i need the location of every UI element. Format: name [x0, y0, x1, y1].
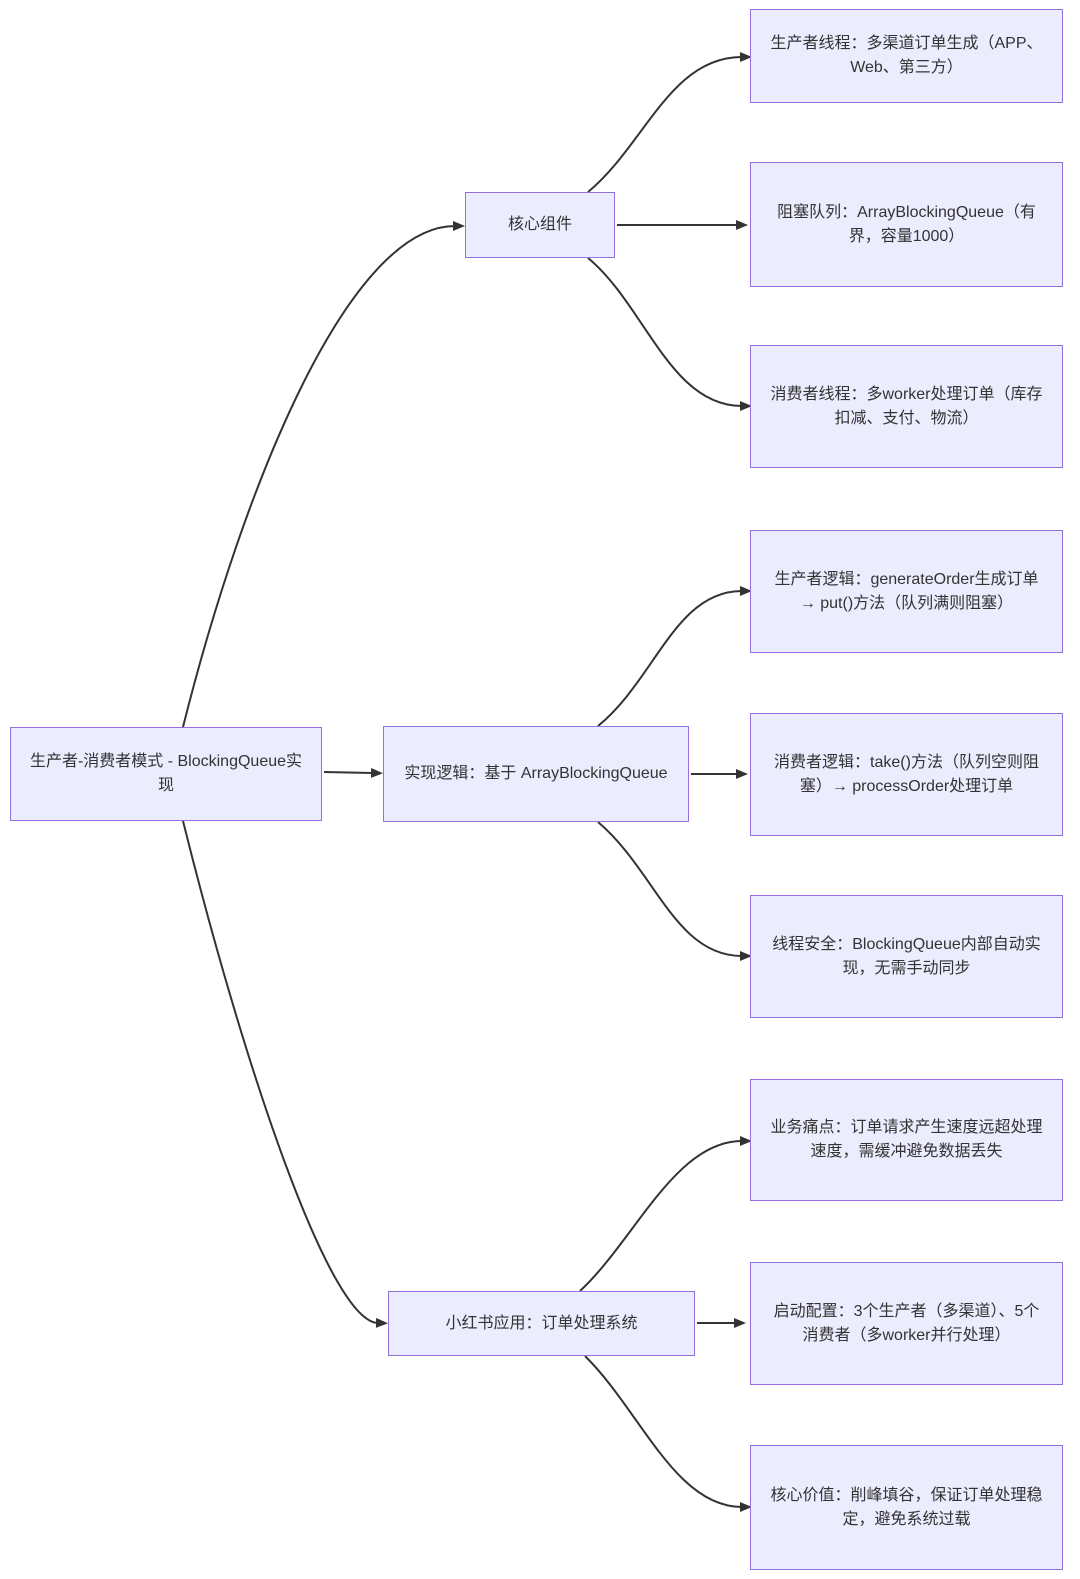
node-leaf-blocking-queue: 阻塞队列：ArrayBlockingQueue（有界，容量1000） — [750, 162, 1063, 287]
node-leaf-consumer-threads: 消费者线程：多worker处理订单（库存扣减、支付、物流） — [750, 345, 1063, 468]
node-root: 生产者-消费者模式 - BlockingQueue实现 — [10, 727, 322, 821]
edge-app-to-leaf7 — [579, 1136, 752, 1292]
node-leaf-consumer-logic: 消费者逻辑：take()方法（队列空则阻塞）→ processOrder处理订单 — [750, 713, 1063, 836]
node-leaf-startup-configuration: 启动配置：3个生产者（多渠道）、5个消费者（多worker并行处理） — [750, 1262, 1063, 1385]
node-leaf-thread-safety: 线程安全：BlockingQueue内部自动实现，无需手动同步 — [750, 895, 1063, 1018]
node-leaf-business-pain-point: 业务痛点：订单请求产生速度远超处理速度，需缓冲避免数据丢失 — [750, 1079, 1063, 1201]
node-leaf-label: 核心价值：削峰填谷，保证订单处理稳定，避免系统过载 — [770, 1486, 1043, 1528]
node-leaf-label: 线程安全：BlockingQueue内部自动实现，无需手动同步 — [772, 935, 1041, 977]
node-leaf-label: 生产者逻辑：generateOrder生成订单 → put()方法（队列满则阻塞… — [774, 570, 1039, 612]
edge-impl-to-leaf6 — [597, 821, 752, 961]
node-leaf-label: 业务痛点：订单请求产生速度远超处理速度，需缓冲避免数据丢失 — [770, 1119, 1043, 1160]
node-leaf-core-value: 核心价值：削峰填谷，保证订单处理稳定，避免系统过载 — [750, 1445, 1063, 1570]
node-leaf-producer-threads: 生产者线程：多渠道订单生成（APP、Web、第三方） — [750, 9, 1063, 103]
node-leaf-label: 启动配置：3个生产者（多渠道）、5个消费者（多worker并行处理） — [773, 1302, 1040, 1344]
edge-impl-to-leaf4 — [597, 586, 752, 727]
node-branch-core-components: 核心组件 — [465, 192, 615, 258]
edge-root-to-app — [182, 820, 388, 1328]
node-leaf-label: 阻塞队列：ArrayBlockingQueue（有界，容量1000） — [777, 203, 1036, 245]
node-leaf-label: 消费者逻辑：take()方法（队列空则阻塞）→ processOrder处理订单 — [774, 753, 1039, 795]
edge-core-to-leaf3 — [587, 257, 752, 411]
edge-app-to-leaf9 — [584, 1355, 752, 1512]
node-branch-label: 小红书应用：订单处理系统 — [445, 1314, 638, 1332]
node-leaf-label: 生产者线程：多渠道订单生成（APP、Web、第三方） — [770, 35, 1043, 76]
node-leaf-label: 消费者线程：多worker处理订单（库存扣减、支付、物流） — [770, 385, 1043, 427]
node-branch-xiaohongshu-application: 小红书应用：订单处理系统 — [388, 1291, 695, 1356]
node-branch-label: 核心组件 — [507, 216, 572, 233]
edge-root-to-impl — [323, 767, 383, 778]
node-root-label: 生产者-消费者模式 - BlockingQueue实现 — [29, 753, 303, 794]
node-branch-implementation-logic: 实现逻辑：基于 ArrayBlockingQueue — [383, 726, 689, 822]
edge-root-to-core — [182, 221, 465, 728]
node-branch-label: 实现逻辑：基于 ArrayBlockingQueue — [404, 765, 668, 782]
node-leaf-producer-logic: 生产者逻辑：generateOrder生成订单 → put()方法（队列满则阻塞… — [750, 530, 1063, 653]
edge-core-to-leaf1 — [587, 52, 752, 193]
